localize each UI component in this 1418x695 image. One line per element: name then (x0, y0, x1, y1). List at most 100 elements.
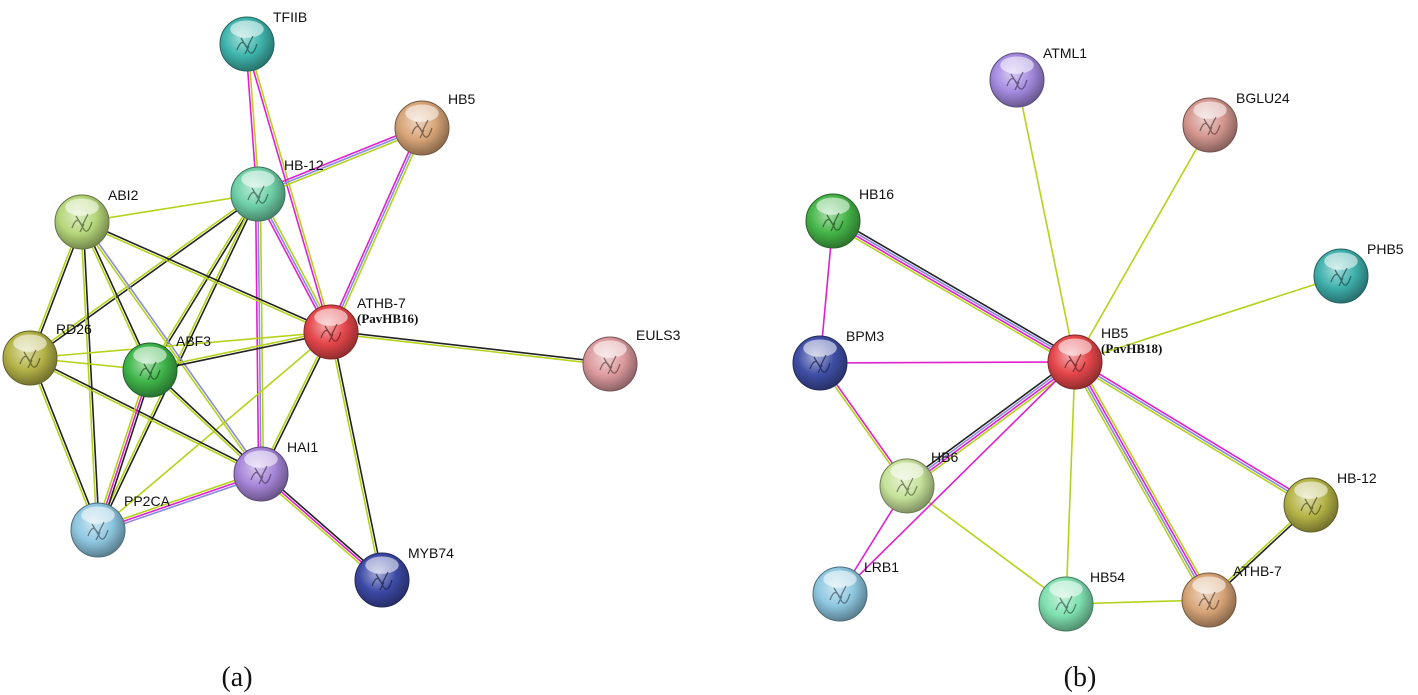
edge-line-experiments (1075, 361, 1211, 600)
node-tfiib[interactable]: TFIIB (219, 9, 307, 72)
node-athb7[interactable]: ATHB-7(PavHB16) (303, 295, 418, 360)
node-highlight (1192, 576, 1226, 594)
node-highlight (244, 450, 278, 468)
node-highlight (365, 556, 399, 574)
edge-athb7-myb74 (329, 331, 384, 581)
edge-line-textmining (29, 331, 332, 359)
protein-structure-icon (247, 185, 269, 205)
node-abf3[interactable]: ABF3 (122, 333, 211, 398)
node-label: ABF3 (176, 333, 211, 349)
edge-hb12-rd26 (28, 192, 260, 360)
edge-rd26-pp2ca (28, 357, 100, 531)
node-highlight (1000, 56, 1034, 74)
node-label: HAI1 (287, 439, 318, 455)
node-phb5[interactable]: PHB5 (1313, 241, 1404, 304)
node-label: HB-12 (1337, 470, 1377, 486)
edge-hai1-pp2ca (96, 470, 263, 534)
edge-athb7-abf3 (149, 330, 332, 372)
edge-hb12-hai1 (254, 193, 265, 475)
edge-line-textmining (1074, 124, 1211, 363)
node-bpm3[interactable]: BPM3 (792, 328, 884, 391)
edge-line-textmining (906, 485, 1067, 605)
edge-line-database (1073, 362, 1209, 601)
node-hb12[interactable]: HB-12 (230, 157, 324, 222)
protein-structure-icon (236, 35, 258, 55)
edge-hb12-abi2 (81, 193, 259, 223)
edge-line-coexpression (30, 194, 260, 360)
node-lrb1[interactable]: LRB1 (812, 559, 899, 622)
edge-hb5-hb12 (256, 125, 424, 197)
edge-line-database (905, 360, 1075, 486)
node-euls3[interactable]: EULS3 (582, 327, 681, 392)
edge-line-experiments (839, 361, 1076, 595)
edge-line-experiments (1075, 359, 1313, 504)
node-hb12[interactable]: HB-12 (1283, 470, 1377, 533)
edge-hb6-hb54 (906, 485, 1067, 605)
node-sublabel: (PavHB18) (1101, 341, 1162, 356)
edge-line-textmining (1077, 359, 1213, 599)
node-label: EULS3 (636, 327, 681, 343)
edge-line-experiments (831, 221, 1075, 364)
node-hb5[interactable]: HB5(PavHB18) (1047, 325, 1162, 390)
node-label: ABI2 (108, 187, 139, 203)
protein-structure-icon (1064, 353, 1086, 373)
node-bglu24[interactable]: BGLU24 (1182, 90, 1290, 153)
edge-line-experiments (97, 369, 151, 531)
node-highlight (241, 170, 275, 188)
edge-hb5-athb7 (328, 126, 425, 334)
edge-line-coexpression (834, 217, 1078, 360)
edge-bglu24-hb5 (1074, 124, 1211, 363)
edge-line-coexpression (82, 220, 332, 332)
node-highlight (314, 308, 348, 326)
edge-line-experiments (256, 125, 422, 193)
node-hb16[interactable]: HB16 (805, 186, 894, 249)
node-hb5[interactable]: HB5 (394, 91, 475, 156)
edge-line-coexpression (30, 357, 100, 530)
node-label: ATML1 (1043, 45, 1087, 61)
node-athb7[interactable]: ATHB-7 (1181, 563, 1282, 628)
node-hb54[interactable]: HB54 (1038, 569, 1125, 632)
edge-line-database (833, 219, 1077, 362)
node-highlight (230, 20, 264, 38)
node-highlight (1294, 481, 1328, 499)
edge-line-textmining (1073, 363, 1311, 508)
node-highlight (1324, 252, 1358, 270)
node-label: RD26 (56, 321, 92, 337)
node-atml1[interactable]: ATML1 (989, 45, 1087, 108)
node-myb74[interactable]: MYB74 (354, 545, 454, 608)
edge-line-experiments (328, 126, 421, 332)
node-label: LRB1 (864, 559, 899, 575)
edge-line-textmining (1074, 275, 1342, 363)
edge-line-textmining (80, 222, 98, 531)
node-highlight (890, 462, 924, 480)
node-hb6[interactable]: HB6 (879, 449, 958, 514)
node-highlight (593, 340, 627, 358)
edge-line-textmining (94, 369, 149, 530)
protein-structure-icon (1330, 267, 1352, 287)
edge-line-database (257, 127, 423, 195)
edge-line-database (98, 475, 263, 534)
protein-structure-icon (829, 585, 851, 605)
node-pp2ca[interactable]: PP2CA (70, 493, 171, 558)
edge-line-textmining (81, 222, 331, 334)
edge-hb12-hb5 (1073, 359, 1313, 508)
edge-line-textmining (908, 364, 1078, 490)
node-highlight (133, 346, 167, 364)
node-label: HB5 (448, 91, 475, 107)
protein-structure-icon (1006, 71, 1028, 91)
edge-line-database (257, 193, 262, 475)
edge-phb5-hb5 (1074, 275, 1342, 363)
node-rd26[interactable]: RD26 (2, 321, 92, 386)
edge-line-database (1074, 361, 1312, 506)
node-label: HB54 (1090, 569, 1125, 585)
node-abi2[interactable]: ABI2 (54, 187, 139, 250)
protein-structure-icon (1055, 595, 1077, 615)
node-hai1[interactable]: HAI1 (233, 439, 318, 502)
edge-line-textmining (830, 223, 1074, 366)
node-highlight (81, 506, 115, 524)
edge-line-textmining (329, 332, 382, 581)
edge-lrb1-hb5 (839, 361, 1076, 595)
protein-structure-icon (1199, 116, 1221, 136)
node-label: PHB5 (1367, 241, 1404, 257)
protein-structure-icon (250, 465, 272, 485)
